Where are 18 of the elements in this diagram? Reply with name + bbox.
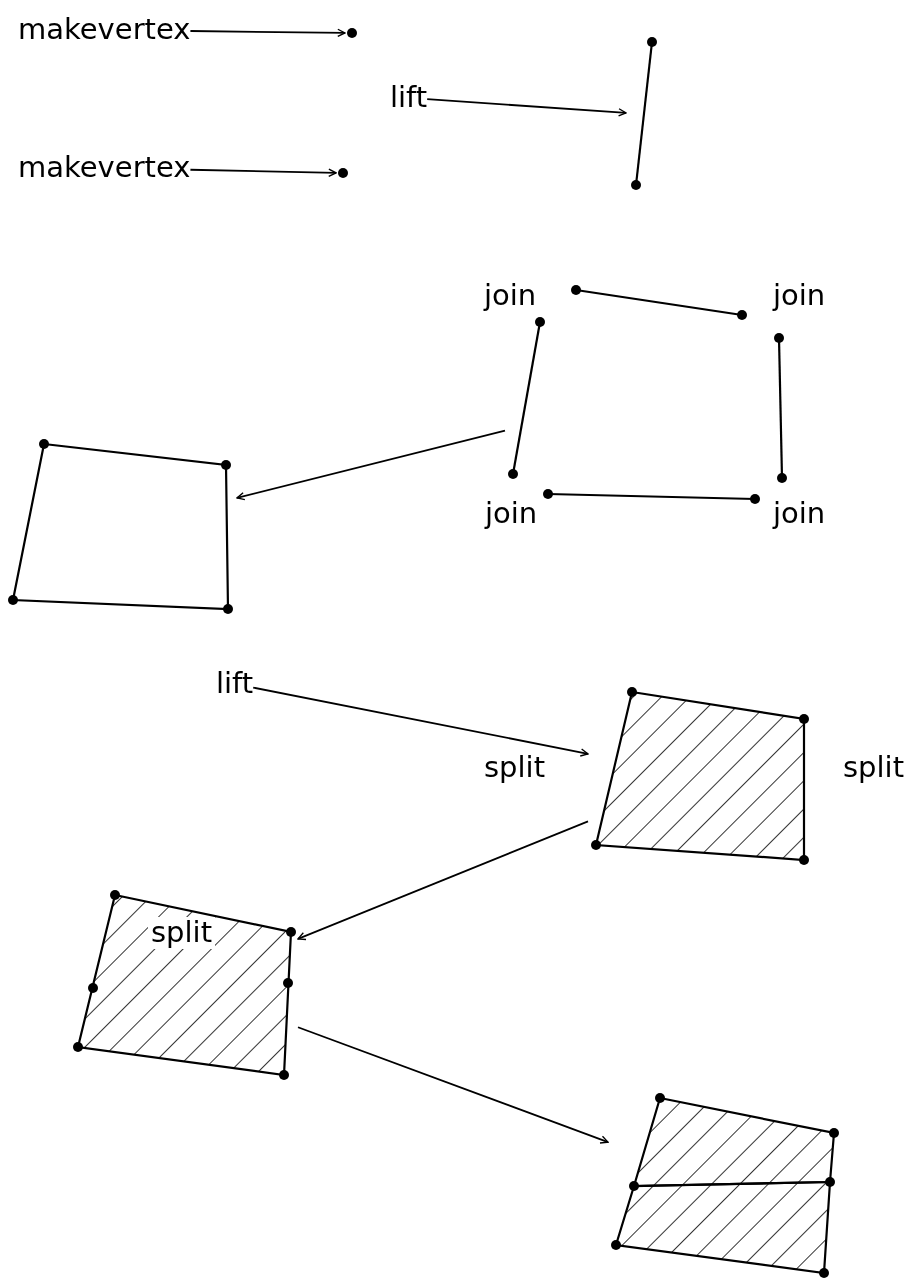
operation-label: split (843, 752, 904, 784)
operation-label: lift (390, 82, 428, 114)
arrow (297, 820, 589, 941)
operation-label: makevertex (18, 14, 191, 46)
arrow (297, 1026, 609, 1144)
operation-label: split (484, 752, 545, 784)
operation-label: lift (216, 668, 254, 700)
operation-label: makevertex (18, 152, 191, 184)
arrow (426, 98, 627, 117)
operation-label: join (485, 498, 538, 530)
operation-label: join (773, 280, 826, 312)
operation-label: split (148, 917, 215, 949)
arrow (189, 28, 346, 38)
operation-label: join (773, 498, 826, 530)
arrow (252, 686, 589, 757)
arrow (236, 429, 506, 501)
arrow (189, 168, 337, 177)
operation-label: join (484, 280, 537, 312)
